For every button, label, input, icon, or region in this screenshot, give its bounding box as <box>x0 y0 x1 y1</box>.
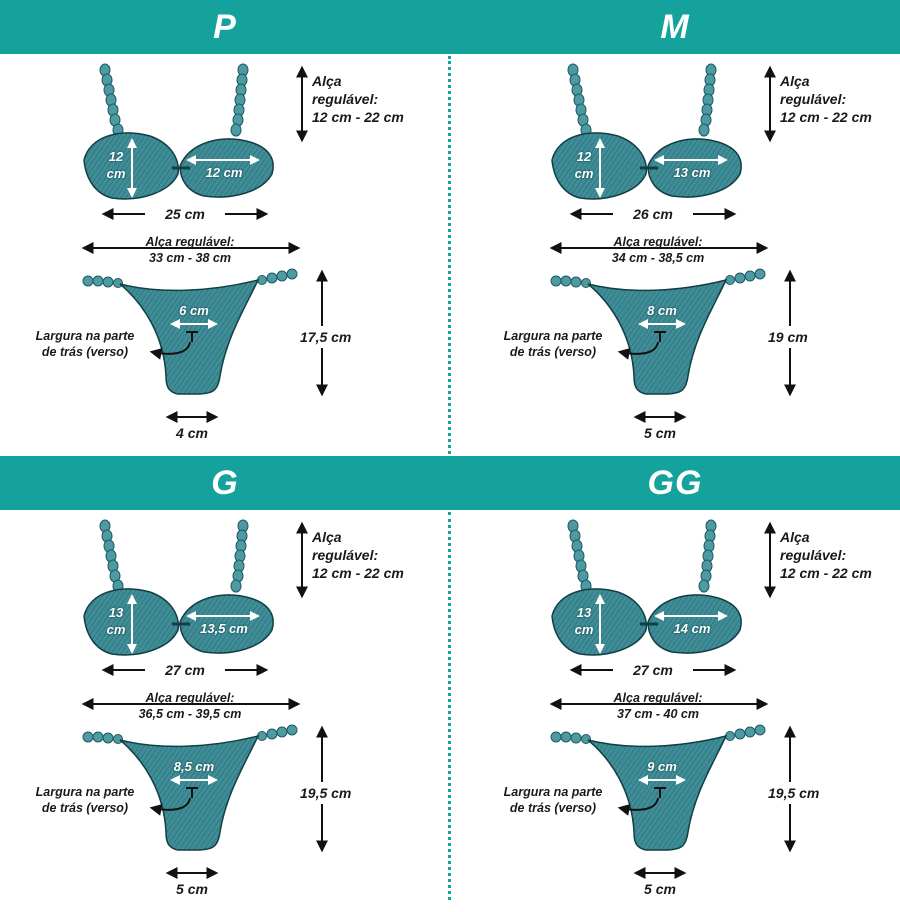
strap-adjustable-label: Alça regulável: 12 cm - 22 cm <box>780 529 872 581</box>
bottom-strap-left <box>82 731 123 744</box>
top-strap-left <box>567 519 592 593</box>
bottom-strap-right <box>725 268 766 285</box>
top-strap-right <box>230 519 249 593</box>
back-width-note: Largura na parte de trás (verso) <box>503 785 603 815</box>
back-width-label: 8 cm <box>647 303 677 318</box>
strap-adjustable-label: Alça regulável: 12 cm - 22 cm <box>312 529 404 581</box>
base-width-label: 5 cm <box>644 881 676 897</box>
panel-size-gg: Alça regulável: 12 cm - 22 cm 13 cm 14 c… <box>468 512 900 912</box>
bra-cup-right <box>647 594 742 654</box>
bikini-illustration-icon <box>81 519 328 879</box>
cup-width-label: 13 cm <box>673 165 711 180</box>
bottom-height-label: 19 cm <box>768 326 808 348</box>
bikini-bottom <box>119 278 260 395</box>
strap-adjustable-label: Alça regulável: 12 cm - 22 cm <box>312 73 404 125</box>
bottom-strap-right <box>257 724 298 741</box>
bottom-height-label: 19,5 cm <box>300 782 352 804</box>
bikini-bottom <box>119 734 260 851</box>
size-title-m: M <box>660 8 690 46</box>
cup-height-label: 13 cm <box>574 605 594 637</box>
base-width-label: 5 cm <box>176 881 208 897</box>
base-width-label: 4 cm <box>176 425 208 441</box>
top-strap-left <box>99 519 124 593</box>
bottom-strap-label: Alça regulável: 33 cm - 38 cm <box>145 235 235 265</box>
size-title-gg: GG <box>647 464 703 502</box>
bottom-strap-right <box>725 724 766 741</box>
back-width-label: 9 cm <box>647 759 677 774</box>
bottom-strap-left <box>550 275 591 288</box>
band-width-label: 27 cm <box>613 661 693 679</box>
bikini-illustration-icon <box>549 63 796 423</box>
bottom-strap-label: Alça regulável: 36,5 cm - 39,5 cm <box>138 691 242 721</box>
back-width-label: 8,5 cm <box>173 759 215 774</box>
top-strap-left <box>567 63 592 137</box>
bikini-illustration-icon <box>549 519 796 879</box>
band-width-label: 27 cm <box>145 661 225 679</box>
bikini-bottom <box>587 278 728 395</box>
cup-width-label: 14 cm <box>673 621 711 636</box>
panel-size-p: Alça regulável: 12 cm - 22 cm 12 cm 12 c… <box>0 56 450 456</box>
bra-cup-right <box>179 594 274 654</box>
top-strap-left <box>99 63 124 137</box>
band-width-label: 26 cm <box>613 205 693 223</box>
bikini-illustration-icon <box>81 63 328 423</box>
panel-size-m: Alça regulável: 12 cm - 22 cm 12 cm 13 c… <box>468 56 900 456</box>
top-strap-right <box>698 519 717 593</box>
cup-width-label: 12 cm <box>205 165 243 180</box>
bottom-strap-label: Alça regulável: 37 cm - 40 cm <box>613 691 703 721</box>
bottom-strap-label: Alça regulável: 34 cm - 38,5 cm <box>611 235 705 265</box>
bottom-strap-left <box>82 275 123 288</box>
bikini-bottom <box>587 734 728 851</box>
bottom-strap-right <box>257 268 298 285</box>
bottom-height-label: 17,5 cm <box>300 326 352 348</box>
cup-width-label: 13,5 cm <box>200 621 248 636</box>
header-bar-bottom <box>0 456 900 510</box>
panel-size-g: Alça regulável: 12 cm - 22 cm 13 cm 13,5… <box>0 512 450 912</box>
band-width-label: 25 cm <box>145 205 225 223</box>
header-bar-top <box>0 0 900 54</box>
size-title-p: P <box>213 8 237 46</box>
cup-height-label: 12 cm <box>574 149 594 181</box>
strap-adjustable-label: Alça regulável: 12 cm - 22 cm <box>780 73 872 125</box>
back-width-note: Largura na parte de trás (verso) <box>35 329 135 359</box>
top-strap-right <box>230 63 249 137</box>
bra-cup-right <box>647 138 742 198</box>
cup-height-label: 12 cm <box>106 149 126 181</box>
back-width-label: 6 cm <box>179 303 209 318</box>
bottom-height-label: 19,5 cm <box>768 782 820 804</box>
back-width-note: Largura na parte de trás (verso) <box>35 785 135 815</box>
top-strap-right <box>698 63 717 137</box>
divider-top <box>448 56 451 454</box>
back-width-note: Largura na parte de trás (verso) <box>503 329 603 359</box>
base-width-label: 5 cm <box>644 425 676 441</box>
divider-bottom <box>448 512 451 900</box>
size-title-g: G <box>211 464 239 502</box>
bra-cup-right <box>179 138 274 198</box>
cup-height-label: 13 cm <box>106 605 126 637</box>
bottom-strap-left <box>550 731 591 744</box>
